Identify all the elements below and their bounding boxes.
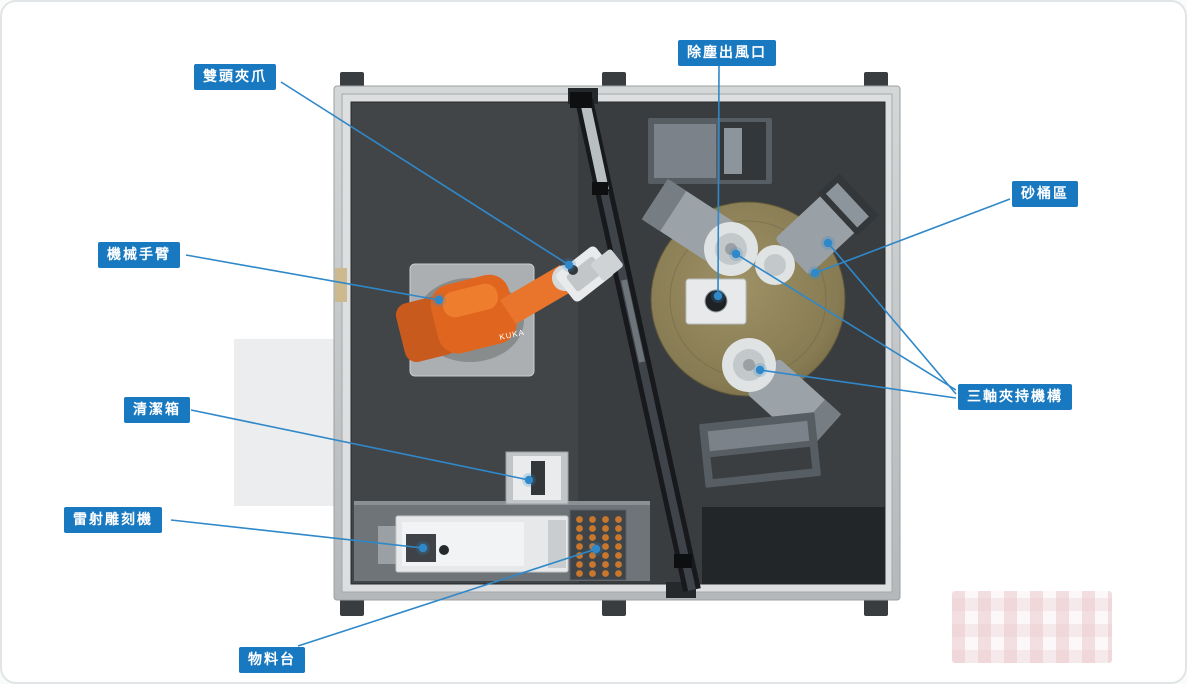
cleaning-box-unit (505, 451, 569, 505)
material-tray (569, 509, 627, 581)
callout-three-axis-clamp: 三軸夾持機構 (958, 384, 1072, 410)
machine-top-right (648, 118, 772, 184)
double-head-gripper-unit (556, 246, 623, 302)
callout-sand-bucket-area: 砂桶區 (1012, 181, 1078, 207)
watermark-mosaic (952, 591, 1112, 663)
laser-engraver-unit (378, 515, 569, 573)
callout-double-head-gripper: 雙頭夾爪 (194, 64, 276, 90)
callout-robot-arm: 機械手臂 (98, 242, 180, 268)
clamp-unit-right (755, 173, 879, 285)
callout-material-table: 物料台 (239, 647, 305, 673)
wall-fixture (335, 268, 347, 302)
linear-rail (570, 92, 701, 592)
machine-bottom (699, 412, 821, 488)
anchor-dots (416, 236, 835, 556)
callout-cleaning-box: 清潔箱 (124, 397, 190, 423)
callout-dust-outlet: 除塵出風口 (678, 40, 776, 66)
callout-laser-engraver: 雷射雕刻機 (64, 507, 162, 533)
dust-outlet-plate (685, 278, 747, 325)
dark-zone (702, 507, 885, 584)
leader-lines (170, 65, 1011, 647)
